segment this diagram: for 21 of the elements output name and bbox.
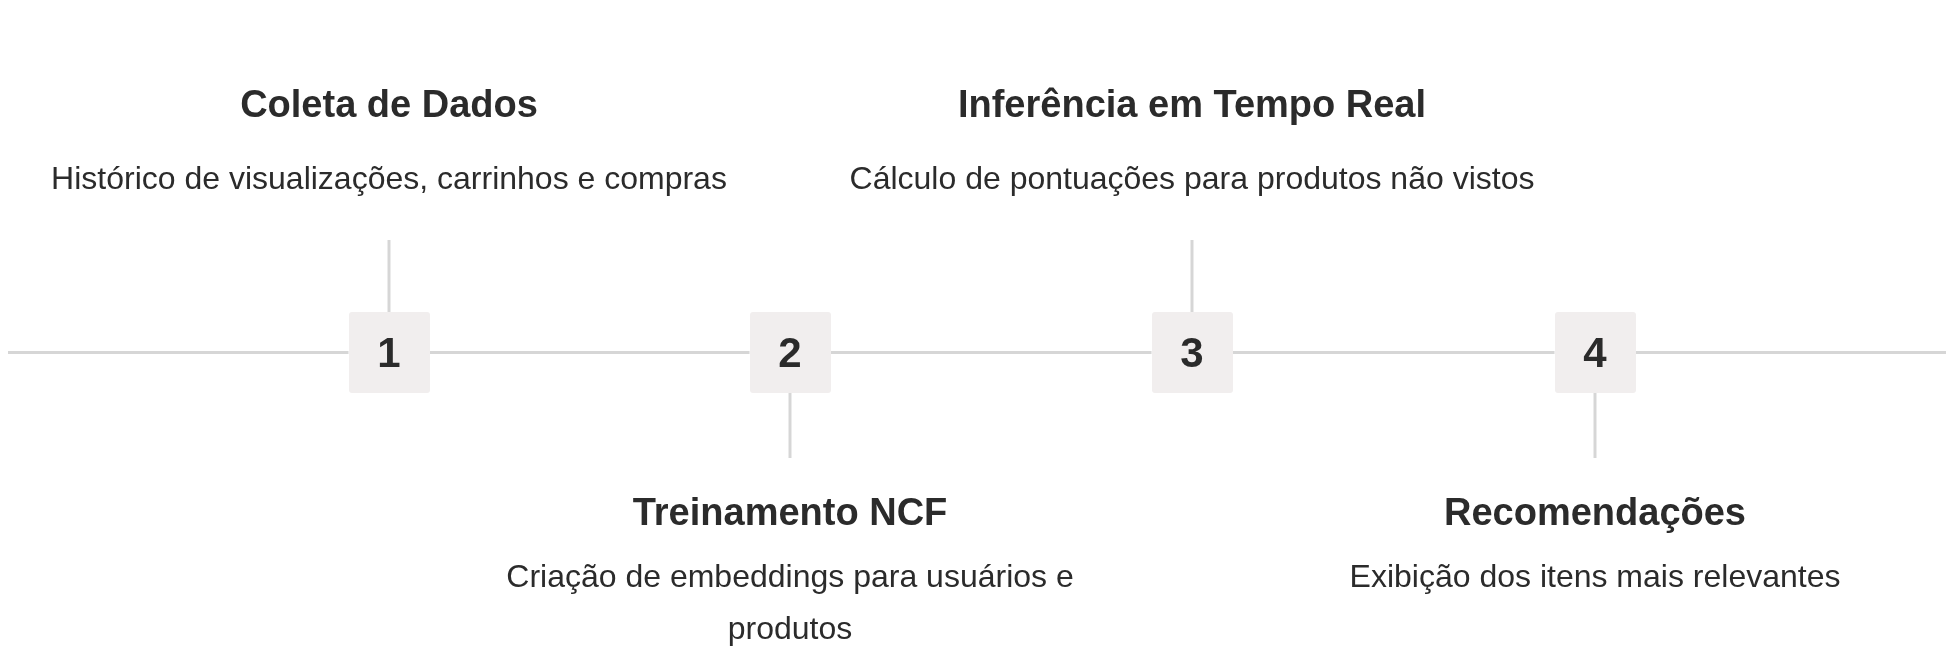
connector-line bbox=[1635, 351, 1946, 354]
step-title: Inferência em Tempo Real bbox=[957, 82, 1427, 127]
connector-line bbox=[8, 351, 349, 354]
step-description: Exibição dos itens mais relevantes bbox=[1349, 557, 1841, 596]
step-title: Recomendações bbox=[1444, 490, 1746, 535]
connector-line bbox=[429, 351, 750, 354]
step-number-box: 4 bbox=[1554, 312, 1636, 393]
connector-line bbox=[1232, 351, 1555, 354]
connector-line bbox=[387, 240, 391, 312]
connector-line bbox=[830, 351, 1152, 354]
step-description: Histórico de visualizações, carrinhos e compras bbox=[51, 159, 727, 198]
step-title: Treinamento NCF bbox=[632, 490, 948, 535]
step-title: Coleta de Dados bbox=[240, 82, 538, 127]
connector-line bbox=[1593, 393, 1597, 458]
step-number-box: 3 bbox=[1151, 312, 1233, 393]
step-description: Criação de embeddings para usuários e produtos bbox=[505, 557, 1075, 648]
step-number-box: 1 bbox=[348, 312, 430, 393]
step-number-box: 2 bbox=[749, 312, 831, 393]
connector-line bbox=[1190, 240, 1194, 312]
connector-line bbox=[788, 393, 792, 458]
step-description: Cálculo de pontuações para produtos não vistos bbox=[849, 159, 1535, 198]
